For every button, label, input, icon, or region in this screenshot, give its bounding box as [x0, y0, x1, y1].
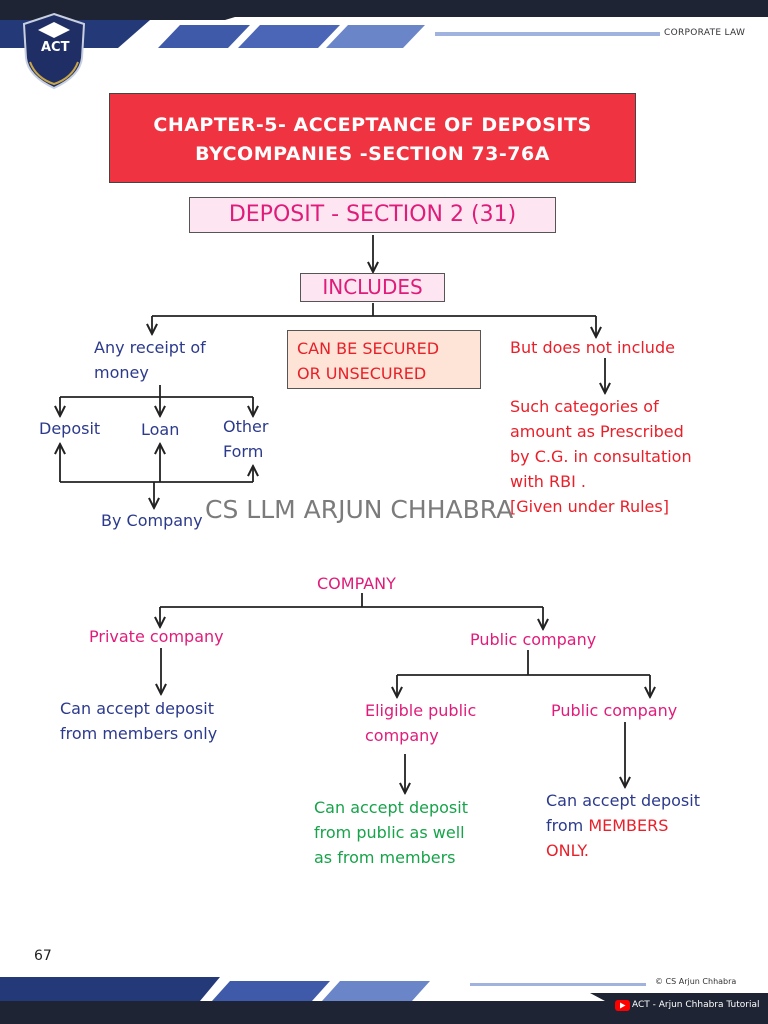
- exclusion-line-4: with RBI .: [510, 472, 587, 491]
- header-band: [0, 0, 768, 48]
- exclusion-line-5: [Given under Rules]: [510, 497, 669, 516]
- exclusions-text: Such categories of amount as Prescribed …: [510, 394, 692, 519]
- chapter-title-line-1: CHAPTER-5- ACCEPTANCE OF DEPOSITS: [153, 114, 592, 136]
- section-label: CORPORATE LAW: [664, 28, 746, 38]
- exclusion-line-2: amount as Prescribed: [510, 422, 684, 441]
- eligible-line-2: company: [365, 726, 439, 745]
- eligible-line-1: Eligible public: [365, 701, 477, 720]
- deposit-flow-lines: [60, 235, 605, 508]
- by-company-text: By Company: [101, 511, 203, 530]
- any-receipt-line-2: money: [94, 363, 149, 382]
- chapter-title-box: CHAPTER-5- ACCEPTANCE OF DEPOSITS BYCOMP…: [109, 93, 636, 183]
- page-number: 67: [34, 948, 52, 964]
- private-rule-line-2: from members only: [60, 724, 218, 743]
- public-other-rule-members: MEMBERS: [588, 816, 669, 835]
- eligible-company-rule: Can accept deposit from public as well a…: [314, 795, 468, 870]
- exclusion-line-1: Such categories of: [510, 397, 659, 416]
- form-deposit: Deposit: [39, 419, 101, 438]
- exclusion-line-3: by C.G. in consultation: [510, 447, 692, 466]
- company-heading: COMPANY: [317, 574, 396, 593]
- form-loan: Loan: [141, 420, 180, 439]
- logo-text: ACT: [41, 40, 70, 55]
- includes-box: INCLUDES: [300, 273, 445, 302]
- form-other-line-1: Other: [223, 417, 269, 436]
- not-include-text: But does not include: [510, 338, 675, 357]
- any-receipt-line-1: Any receipt of: [94, 338, 206, 357]
- eligible-rule-line-1: Can accept deposit: [314, 798, 468, 817]
- public-other-rule-line-1: Can accept deposit: [546, 791, 700, 810]
- private-company-label: Private company: [89, 627, 224, 646]
- youtube-icon: [615, 1000, 630, 1011]
- eligible-rule-line-3: as from members: [314, 848, 456, 867]
- footer-band: [0, 977, 768, 1024]
- private-company-rule: Can accept deposit from members only: [60, 696, 217, 746]
- eligible-rule-line-2: from public as well: [314, 823, 465, 842]
- form-other: Other Form: [223, 414, 268, 464]
- footer-youtube-channel[interactable]: ACT - Arjun Chhabra Tutorial: [632, 1000, 760, 1010]
- public-other-rule-from: from: [546, 816, 589, 835]
- secured-line-2: OR UNSECURED: [297, 364, 427, 383]
- footer-copyright: © CS Arjun Chhabra: [655, 977, 737, 986]
- eligible-public-company-label: Eligible public company: [365, 698, 476, 748]
- public-other-rule-only: ONLY.: [546, 841, 589, 860]
- company-flow-lines: [160, 593, 650, 793]
- secured-line-1: CAN BE SECURED: [297, 339, 440, 358]
- deposit-heading-box: DEPOSIT - SECTION 2 (31): [189, 197, 556, 233]
- form-other-line-2: Form: [223, 442, 264, 461]
- secured-box: CAN BE SECURED OR UNSECURED: [287, 330, 481, 389]
- public-company-label: Public company: [470, 630, 597, 649]
- watermark: CS LLM ARJUN CHHABRA: [205, 495, 514, 524]
- chapter-title-line-2: BYCOMPANIES -SECTION 73-76A: [195, 143, 550, 165]
- public-company-other-label: Public company: [551, 701, 678, 720]
- public-company-other-rule: Can accept deposit from MEMBERS ONLY.: [546, 788, 700, 863]
- any-receipt-text: Any receipt of money: [94, 335, 206, 385]
- act-logo: [22, 12, 86, 90]
- private-rule-line-1: Can accept deposit: [60, 699, 214, 718]
